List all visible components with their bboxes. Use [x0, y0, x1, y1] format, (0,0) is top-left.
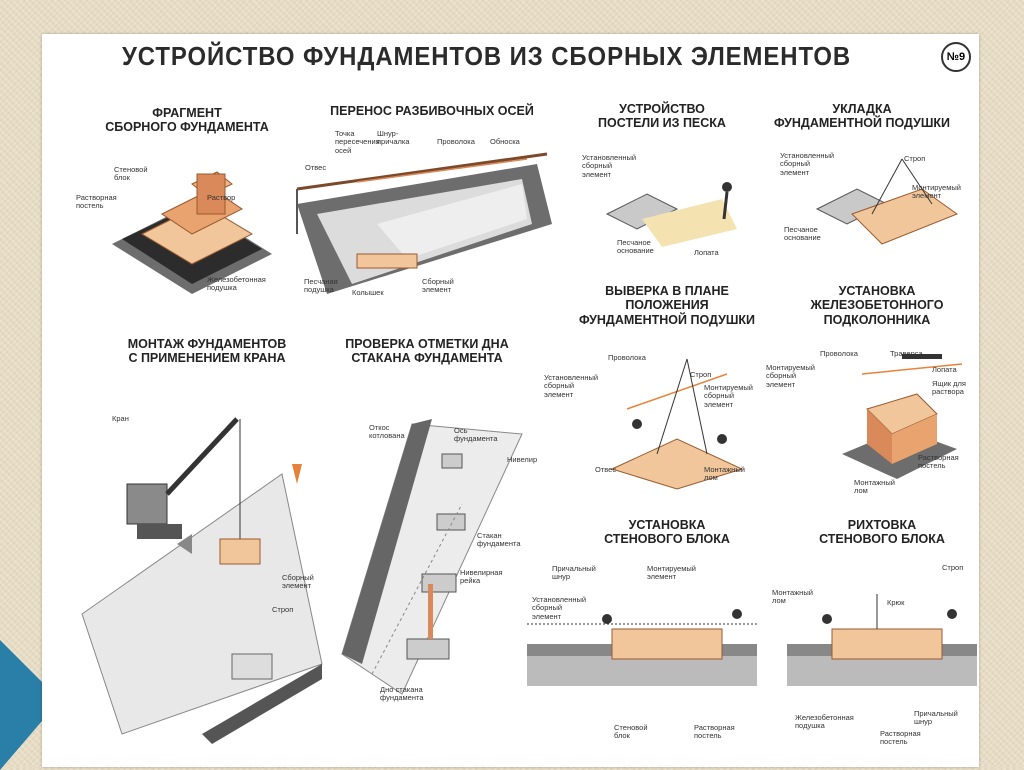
section-title-level: ПРОВЕРКА ОТМЕТКИ ДНА СТАКАНА ФУНДАМЕНТА	[345, 337, 509, 366]
label-mounted-element-3: Монтируемый сборный элемент	[766, 363, 815, 389]
label-sling-2: Строп	[272, 605, 294, 614]
label-traverse: Траверса	[890, 349, 923, 358]
label-wire-3: Проволока	[820, 349, 858, 358]
section-title-sand: УСТРОЙСТВО ПОСТЕЛИ ИЗ ПЕСКА	[598, 102, 726, 131]
label-installed-element: Установленный сборный элемент	[582, 153, 637, 179]
axes-illustration	[296, 152, 552, 294]
label-cord-3: Причальный шнур	[914, 709, 958, 727]
label-installed-element-3: Установленный сборный элемент	[544, 373, 599, 399]
label-sling-4: Строп	[942, 563, 964, 572]
label-rc-cushion: Железобетонная подушка	[207, 275, 266, 293]
label-pit-slope: Откос котлована	[369, 423, 405, 441]
section-title-wall-block: УСТАНОВКА СТЕНОВОГО БЛОКА	[604, 518, 730, 547]
label-mortar-bed-2: Растворная постель	[918, 453, 959, 471]
fragment-illustration	[112, 171, 272, 294]
poster: УСТРОЙСТВО ФУНДАМЕНТОВ ИЗ СБОРНЫХ ЭЛЕМЕН…	[42, 34, 979, 767]
crane-illustration	[81, 417, 323, 744]
label-wire: Проволока	[437, 137, 475, 146]
label-cord-2: Причальный шнур	[552, 564, 596, 582]
label-mortar-bed-3: Растворная постель	[694, 723, 735, 741]
section-title-axes: ПЕРЕНОС РАЗБИВОЧНЫХ ОСЕЙ	[330, 104, 534, 118]
label-foundation-axis: Ось фундамента	[454, 426, 498, 444]
label-batter-board: Обноска	[490, 137, 520, 146]
label-crowbar-2: Монтажный лом	[854, 478, 895, 496]
straighten-illustration	[787, 594, 977, 686]
label-sand-base-2: Песчаное основание	[784, 225, 821, 243]
label-cord: Шнур-причалка	[377, 129, 410, 147]
label-mortar: Раствор	[207, 193, 236, 202]
section-title-alignment: ВЫВЕРКА В ПЛАНЕ ПОЛОЖЕНИЯ ФУНДАМЕНТНОЙ П…	[578, 284, 756, 327]
cushion-illustration	[815, 158, 959, 245]
label-mounted-element: Монтируемый элемент	[912, 183, 961, 201]
label-rc-cushion-2: Железобетонная подушка	[795, 713, 854, 731]
label-crowbar-3: Монтажный лом	[772, 588, 813, 606]
label-level-instrument: Нивелир	[507, 455, 538, 464]
poster-title: УСТРОЙСТВО ФУНДАМЕНТОВ ИЗ СБОРНЫХ ЭЛЕМЕН…	[122, 41, 852, 71]
label-mortar-box: Ящик для раствора	[932, 379, 966, 397]
section-title-fragment: ФРАГМЕНТ СБОРНОГО ФУНДАМЕНТА	[105, 106, 269, 135]
label-wire-2: Проволока	[608, 353, 646, 362]
label-precast-element-2: Сборный элемент	[282, 573, 314, 591]
wall-block-illustration	[527, 609, 757, 686]
label-mortar-bed-4: Растворная постель	[880, 729, 921, 747]
label-sand-base: Песчаное основание	[617, 238, 654, 256]
label-hook: Крюк	[887, 598, 905, 607]
label-sling-3: Строп	[690, 370, 712, 379]
label-mortar-bed: Растворная постель	[76, 193, 117, 211]
label-mounted-element-2: Монтируемый сборный элемент	[704, 383, 753, 409]
label-installed-element-4: Установленный сборный элемент	[532, 595, 587, 621]
label-sling: Строп	[904, 154, 926, 163]
section-title-cushion: УКЛАДКА ФУНДАМЕНТНОЙ ПОДУШКИ	[773, 102, 951, 131]
label-wall-block: Стеновой блок	[114, 165, 148, 183]
sand-bed-illustration	[605, 182, 737, 247]
label-shovel: Лопата	[694, 248, 719, 257]
label-level-rod: Нивелирная рейка	[460, 568, 503, 586]
poster-number: №9	[941, 42, 971, 72]
label-foundation-cup: Стакан фундамента	[477, 531, 521, 549]
label-precast-element: Сборный элемент	[422, 277, 454, 295]
label-plumb-2: Отвес	[595, 465, 617, 474]
label-installed-element-2: Установленный сборный элемент	[780, 151, 835, 177]
section-title-crane: МОНТАЖ ФУНДАМЕНТОВ С ПРИМЕНЕНИЕМ КРАНА	[127, 337, 287, 366]
section-title-column: УСТАНОВКА ЖЕЛЕЗОБЕТОННОГО ПОДКОЛОННИКА	[810, 284, 944, 327]
label-wall-block-2: Стеновой блок	[614, 723, 648, 741]
label-crane: Кран	[112, 414, 129, 423]
label-axis-intersection: Точка пересечения осей	[335, 129, 380, 155]
label-peg: Колышек	[352, 288, 384, 297]
label-mounted-element-4: Монтируемый элемент	[647, 564, 696, 582]
label-plumb: Отвес	[305, 163, 327, 172]
level-illustration	[341, 419, 523, 695]
label-shovel-2: Лопата	[932, 365, 957, 374]
column-illustration	[842, 354, 963, 479]
alignment-illustration	[610, 358, 744, 490]
label-cup-bottom: Дно стакана фундамента	[380, 685, 424, 703]
label-crowbar: Монтажный лом	[704, 465, 745, 483]
label-sand-cushion: Песчаная подушка	[304, 277, 338, 295]
section-title-straighten: РИХТОВКА СТЕНОВОГО БЛОКА	[819, 518, 945, 547]
